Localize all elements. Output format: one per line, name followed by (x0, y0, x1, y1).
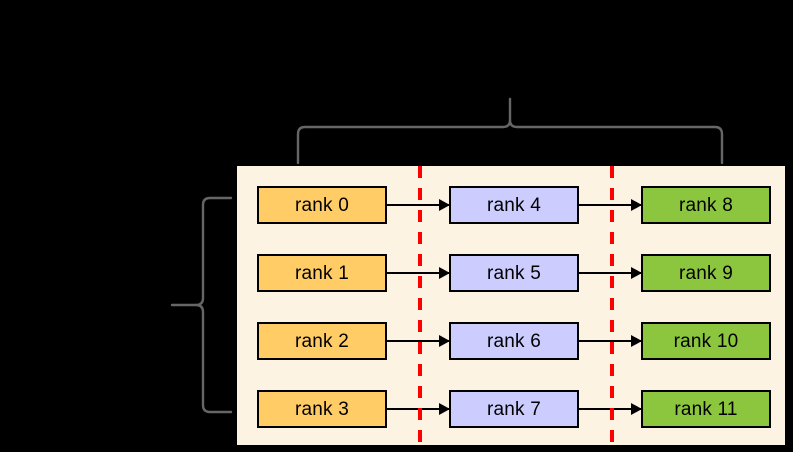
rank-box-5[interactable]: rank 5 (449, 254, 579, 292)
rank-box-9[interactable]: rank 9 (641, 254, 771, 292)
rank-box-11[interactable]: rank 11 (641, 390, 771, 428)
rank-box-8[interactable]: rank 8 (641, 186, 771, 224)
rank-box-2[interactable]: rank 2 (257, 322, 387, 360)
rank-box-10[interactable]: rank 10 (641, 322, 771, 360)
divider-2 (610, 166, 614, 445)
rank-box-0[interactable]: rank 0 (257, 186, 387, 224)
rank-box-3[interactable]: rank 3 (257, 390, 387, 428)
rank-box-1[interactable]: rank 1 (257, 254, 387, 292)
rank-box-4[interactable]: rank 4 (449, 186, 579, 224)
rank-box-7[interactable]: rank 7 (449, 390, 579, 428)
rank-box-6[interactable]: rank 6 (449, 322, 579, 360)
divider-1 (418, 166, 422, 445)
